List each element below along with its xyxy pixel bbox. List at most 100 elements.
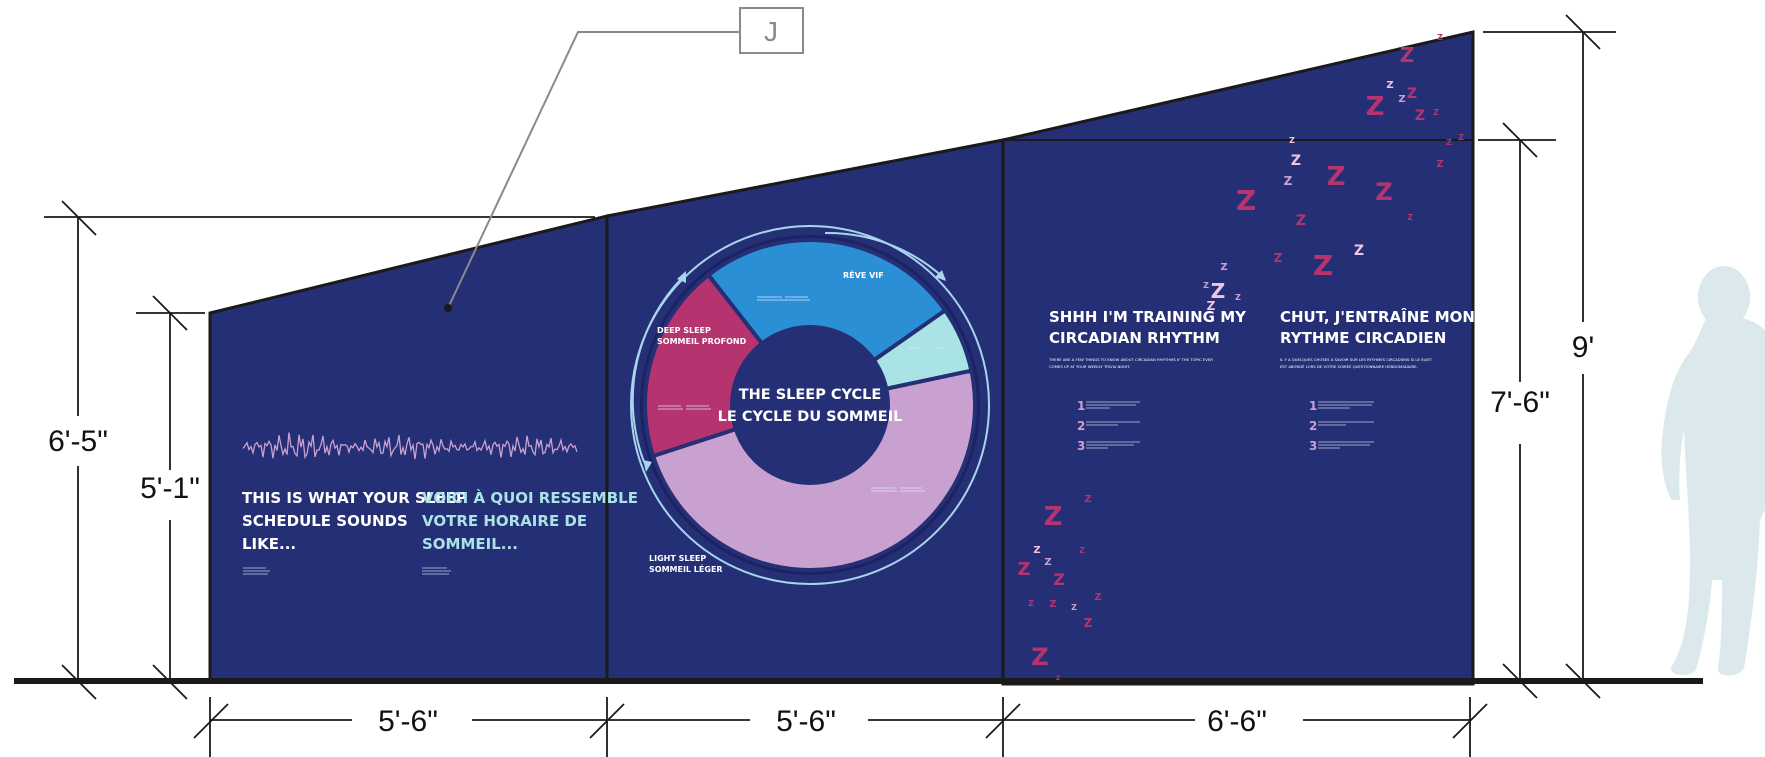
svg-text:VOTRE HORAIRE DE: VOTRE HORAIRE DE: [422, 512, 587, 530]
svg-text:EST ABORDÉ LORS DE VOTRE SOIRÉ: EST ABORDÉ LORS DE VOTRE SOIRÉE QUESTION…: [1280, 364, 1418, 369]
z-letter: Z: [1084, 616, 1093, 630]
z-letter: Z: [1028, 599, 1034, 608]
z-letter: Z: [1235, 293, 1241, 302]
z-letter: Z: [1033, 545, 1040, 556]
panel-1-heading-en: THIS IS WHAT YOUR SLEEP SCHEDULE SOUNDS …: [242, 489, 467, 553]
z-letter: Z: [1203, 281, 1209, 290]
z-letter: Z: [1375, 178, 1392, 206]
dim-right-inner-label: 7'-6": [1490, 386, 1550, 419]
z-letter: Z: [1366, 92, 1385, 122]
cycle-arrow-top: [824, 231, 946, 280]
svg-text:RYTHME CIRCADIEN: RYTHME CIRCADIEN: [1280, 329, 1446, 347]
svg-text:DEEP SLEEP: DEEP SLEEP: [657, 326, 711, 335]
panel-3-intro-fr: IL Y A QUELQUES CHOSES À SAVOIR SUR LES …: [1280, 357, 1433, 369]
dim-left-outer-label: 6'-5": [48, 425, 108, 458]
svg-text:THIS IS WHAT YOUR SLEEP: THIS IS WHAT YOUR SLEEP: [242, 489, 467, 507]
dimension-right-outer: [1483, 14, 1616, 699]
svg-text:CHUT, J'ENTRAÎNE MON: CHUT, J'ENTRAÎNE MON: [1280, 307, 1475, 326]
z-letter: Z: [1354, 243, 1364, 259]
z-letter: Z: [1071, 603, 1077, 612]
z-letter: Z: [1236, 184, 1256, 217]
z-letter: Z: [1049, 599, 1056, 610]
sleep-cycle-ring: [630, 225, 990, 585]
z-letter: Z: [1274, 251, 1283, 265]
z-letter: Z: [1094, 592, 1101, 603]
cycle-arrow-left: [631, 276, 684, 463]
z-letter: Z: [1056, 675, 1061, 682]
svg-text:3: 3: [1077, 439, 1085, 453]
cycle-fine-print: [658, 296, 943, 492]
svg-text:CIRCADIAN RHYTHM: CIRCADIAN RHYTHM: [1049, 329, 1220, 347]
human-scale-figure: [1661, 266, 1765, 676]
cycle-arrowhead-bottom: [643, 460, 652, 472]
panel-1: [208, 214, 609, 682]
panel-1-heading-fr: VOICI À QUOI RESSEMBLE VOTRE HORAIRE DE …: [422, 488, 638, 553]
callout-leader: [444, 31, 739, 312]
svg-text:SOMMEIL LÉGER: SOMMEIL LÉGER: [649, 563, 723, 574]
z-letter: Z: [1327, 162, 1346, 192]
dimension-right-inner: [1478, 122, 1556, 699]
svg-text:SOMMEIL PROFOND: SOMMEIL PROFOND: [657, 337, 747, 346]
z-letter: Z: [1220, 262, 1227, 273]
dim-width-panel-1: 5'-6": [378, 705, 438, 738]
svg-text:LIGHT SLEEP: LIGHT SLEEP: [649, 554, 706, 563]
z-letter: Z: [1407, 213, 1413, 222]
svg-text:LE CYCLE DU SOMMEIL: LE CYCLE DU SOMMEIL: [718, 409, 903, 425]
z-letter: Z: [1398, 94, 1405, 105]
svg-text:3: 3: [1309, 439, 1317, 453]
svg-text:SCHEDULE SOUNDS: SCHEDULE SOUNDS: [242, 512, 408, 530]
z-letter: Z: [1400, 43, 1415, 67]
panel-3-list-fr: 1 2 3: [1309, 399, 1374, 453]
z-letter: Z: [1386, 80, 1393, 91]
z-letter: Z: [1446, 138, 1452, 147]
svg-text:LIKE...: LIKE...: [242, 535, 296, 553]
svg-text:1: 1: [1309, 399, 1317, 413]
svg-text:2: 2: [1309, 419, 1317, 433]
label-rem: RÊVE VIF: [843, 269, 884, 280]
dim-left-inner-label: 5'-1": [140, 472, 200, 505]
callout-box: [739, 7, 804, 54]
z-letter: Z: [1079, 546, 1085, 555]
panel-3-heading-fr: CHUT, J'ENTRAÎNE MON RYTHME CIRCADIEN: [1280, 307, 1475, 347]
z-letter: Z: [1044, 557, 1051, 568]
z-letter: Z: [1291, 153, 1301, 169]
svg-text:VOICI À QUOI RESSEMBLE: VOICI À QUOI RESSEMBLE: [422, 488, 638, 507]
z-letter: Z: [1017, 559, 1030, 580]
dim-width-panel-3: 6'-6": [1207, 705, 1267, 738]
z-letter: Z: [1084, 494, 1091, 505]
svg-text:1: 1: [1077, 399, 1085, 413]
z-letter: Z: [1207, 299, 1216, 313]
z-letter: Z: [1436, 159, 1443, 170]
z-letter: Z: [1031, 643, 1048, 671]
label-deep-sleep: DEEP SLEEP SOMMEIL PROFOND: [657, 326, 747, 346]
sleep-cycle-center-title: THE SLEEP CYCLE LE CYCLE DU SOMMEIL: [718, 387, 903, 425]
svg-text:COMES UP AT YOUR WEEKLY TRIVIA: COMES UP AT YOUR WEEKLY TRIVIA NIGHT.: [1049, 364, 1130, 369]
panel-3-list-en: 1 2 3: [1077, 399, 1140, 453]
z-letter: Z: [1313, 249, 1333, 282]
svg-text:THE SLEEP CYCLE: THE SLEEP CYCLE: [739, 387, 882, 403]
label-light-sleep: LIGHT SLEEP SOMMEIL LÉGER: [649, 554, 723, 574]
z-letter: Z: [1044, 502, 1063, 532]
z-letter: Z: [1284, 174, 1293, 188]
dimension-bottom: [193, 697, 1488, 757]
panel-3-intro-en: THERE ARE A FEW THINGS TO KNOW ABOUT CIR…: [1048, 357, 1213, 369]
callout-label: J: [764, 16, 778, 47]
cycle-arrowhead-top: [935, 270, 946, 281]
cycle-arrowhead-left: [677, 271, 686, 283]
dim-width-panel-2: 5'-6": [776, 705, 836, 738]
sleep-soundwave: [242, 432, 578, 460]
svg-text:SHHH I'M TRAINING MY: SHHH I'M TRAINING MY: [1049, 308, 1247, 326]
panel-3-heading-en: SHHH I'M TRAINING MY CIRCADIAN RHYTHM: [1049, 308, 1247, 347]
z-letter: Z: [1289, 136, 1295, 145]
dimension-left-inner: [136, 295, 205, 700]
z-letter: Z: [1407, 86, 1417, 102]
z-letter: Z: [1437, 33, 1443, 42]
panel-1-fine-print: [243, 567, 451, 575]
svg-text:THERE ARE A FEW THINGS TO KNOW: THERE ARE A FEW THINGS TO KNOW ABOUT CIR…: [1048, 357, 1213, 362]
dimension-left-outer: [44, 200, 595, 700]
svg-text:IL Y A QUELQUES CHOSES À SAVOI: IL Y A QUELQUES CHOSES À SAVOIR SUR LES …: [1280, 357, 1433, 362]
z-letter: Z: [1458, 133, 1464, 142]
z-letter: Z: [1211, 279, 1226, 303]
